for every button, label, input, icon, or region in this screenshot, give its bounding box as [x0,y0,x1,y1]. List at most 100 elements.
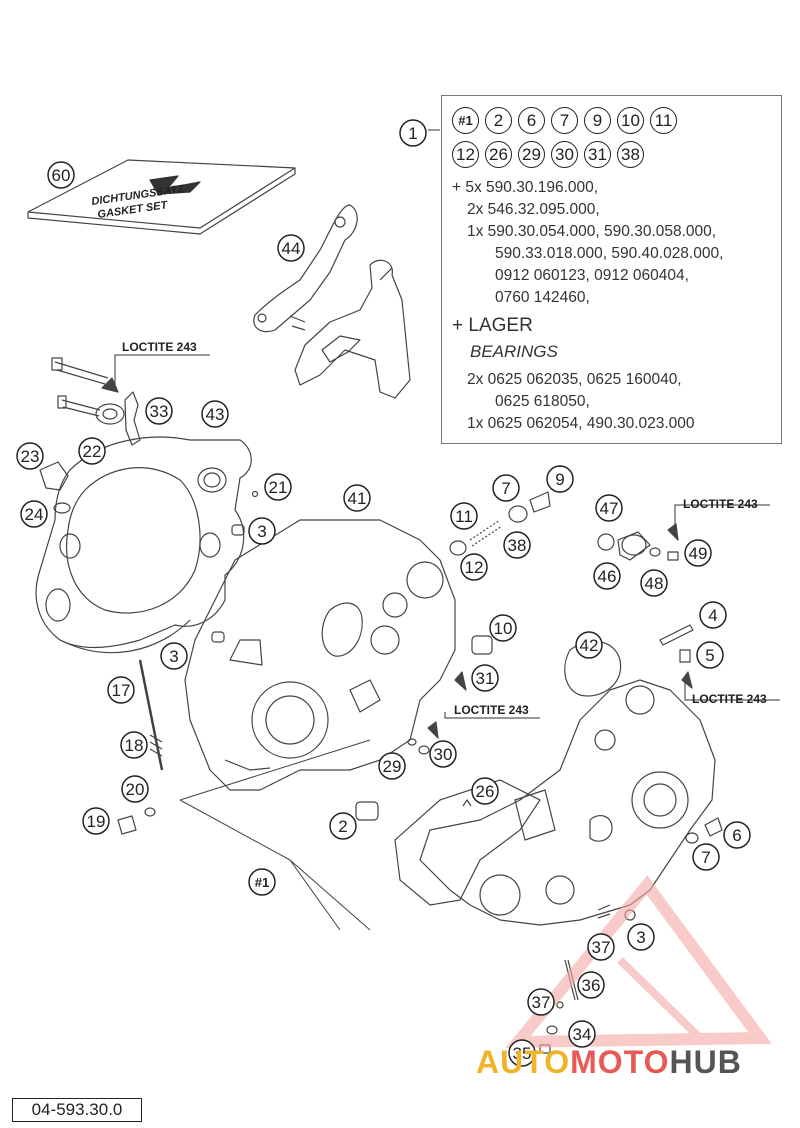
kit-line-5: 0912 060123, 0912 060404, [495,267,689,284]
bearing-line-3: 1x 0625 062054, 490.30.023.000 [467,415,695,432]
callout-number: 36 [582,976,601,995]
callout-circle [78,437,106,465]
callout-number: 9 [555,470,564,489]
callout-number: 29 [383,757,402,776]
row1-part-3: 7 [551,107,578,134]
bearings-subheading: BEARINGS [470,342,558,361]
callout-circle [527,988,555,1016]
callout-number: 5 [705,646,714,665]
callout-circle [723,821,751,849]
callout-number: 35 [513,1044,532,1063]
callout-number: 18 [125,736,144,755]
callout-number: 19 [87,812,106,831]
callout-number: 2 [338,817,347,836]
watermark-triangle [505,875,772,1049]
callout-circle [575,631,603,659]
callout-number: 21 [269,478,288,497]
callout-number: 26 [476,782,495,801]
bearing-line-2: 0625 618050, [495,393,590,410]
callout-circle [248,517,276,545]
bearings-heading: + LAGER [452,315,533,336]
kit-line-6: 0760 142460, [495,289,590,306]
callout-number: 41 [348,489,367,508]
callout-number: 3 [257,522,266,541]
gasket-callout-number: 60 [52,166,71,185]
gasket-callout-circle [47,161,75,189]
callout-circle [378,752,406,780]
callout-circle [640,569,668,597]
callout-circle [587,933,615,961]
row2-part-3: 30 [551,141,578,168]
row1-part-2: 6 [518,107,545,134]
callout-circle [593,562,621,590]
callout-circle [699,601,727,629]
callout-circle [692,843,720,871]
callout-circle [568,1020,596,1048]
callout-circle [503,531,531,559]
diagram-reference-code: 04-593.30.0 [12,1098,142,1122]
callout-circle [684,539,712,567]
callout-circle [82,807,110,835]
callout-number: 6 [732,826,741,845]
callout-circle [160,642,188,670]
callout-number: 30 [434,745,453,764]
callout-circle [16,442,44,470]
callout-number: 23 [21,447,40,466]
row2-part-1: 26 [485,141,512,168]
callout-circle [696,641,724,669]
callout-circle [429,740,457,768]
callout-number: 4 [708,606,717,625]
callout-number: 46 [598,567,617,586]
callout-circle [107,676,135,704]
callout-number: 20 [126,780,145,799]
loctite-label-4: LOCTITE 243 [454,703,529,717]
callout-circle [343,484,371,512]
callout-circle [492,474,520,502]
row2-part-5: 38 [617,141,644,168]
loctite-label-1: LOCTITE 243 [122,340,197,354]
callout-circle [264,473,292,501]
watermark-part-1: AUTO [476,1044,571,1080]
callout-number: 49 [689,544,708,563]
callout-number: 17 [112,681,131,700]
kit-callout-number: 1 [408,124,417,143]
callout-number: 3 [169,647,178,666]
callout-circle [627,923,655,951]
bearing-line-1: 2x 0625 062035, 0625 160040, [467,371,682,388]
row2-part-2: 29 [518,141,545,168]
kit-line-3: 1x 590.30.054.000, 590.30.058.000, [467,223,717,240]
callout-circle [248,868,276,896]
callout-circle [460,553,488,581]
loctite-label-3: LOCTITE 243 [692,692,767,706]
callout-number: 11 [455,507,473,526]
kit-line-4: 590.33.018.000, 590.40.028.000, [495,245,724,262]
callout-number: 3 [636,928,645,947]
callout-circle [489,614,517,642]
callout-circle [508,1039,536,1067]
callout-number: 37 [532,993,551,1012]
watermark-text: AUTOMOTOHUB [476,1044,742,1081]
callout-number: 22 [83,442,102,461]
kit-line-1: + 5x 590.30.196.000, [452,179,599,196]
callout-number: 43 [206,405,225,424]
callout-number: 44 [282,239,301,258]
row1-part-4: 9 [584,107,611,134]
callout-number: 47 [600,499,619,518]
callout-circle [450,502,478,530]
callout-circle [595,494,623,522]
callout-circle [145,397,173,425]
callout-number: 24 [25,505,44,524]
callout-number: 37 [592,938,611,957]
kit-line-2: 2x 546.32.095.000, [467,201,600,218]
callout-number: 10 [494,619,513,638]
callout-number: 34 [573,1025,592,1044]
callout-number: 38 [508,536,527,555]
callout-circle [577,971,605,999]
callout-circle [471,777,499,805]
callout-number: #1 [255,875,269,890]
callout-number: 7 [701,848,710,867]
